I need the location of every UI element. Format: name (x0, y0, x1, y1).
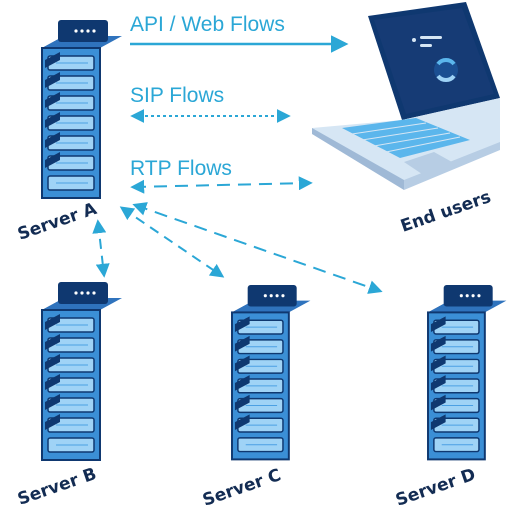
server-c-icon (231, 283, 312, 461)
server-d-icon (427, 283, 508, 461)
server-a-to-d-arrow (132, 202, 383, 294)
server-c-label: Server C (200, 465, 284, 510)
server-a-icon (41, 19, 123, 199)
sip-flows-label: SIP Flows (130, 84, 224, 107)
end-users-label: End users (398, 187, 493, 237)
server-a-label: Server A (15, 199, 100, 245)
server-d-label: Server D (393, 465, 478, 511)
server-b-label: Server B (15, 464, 99, 510)
server-b-icon (41, 281, 123, 461)
server-a-to-c-arrow (119, 206, 225, 278)
laptop-icon (312, 2, 500, 190)
rtp-flows-label: RTP Flows (130, 157, 232, 180)
rtp-flow-arrow (130, 176, 313, 194)
app-logo-icon (434, 58, 458, 82)
api-web-flows-label: API / Web Flows (130, 13, 285, 36)
server-a-to-b-arrow (92, 219, 110, 278)
